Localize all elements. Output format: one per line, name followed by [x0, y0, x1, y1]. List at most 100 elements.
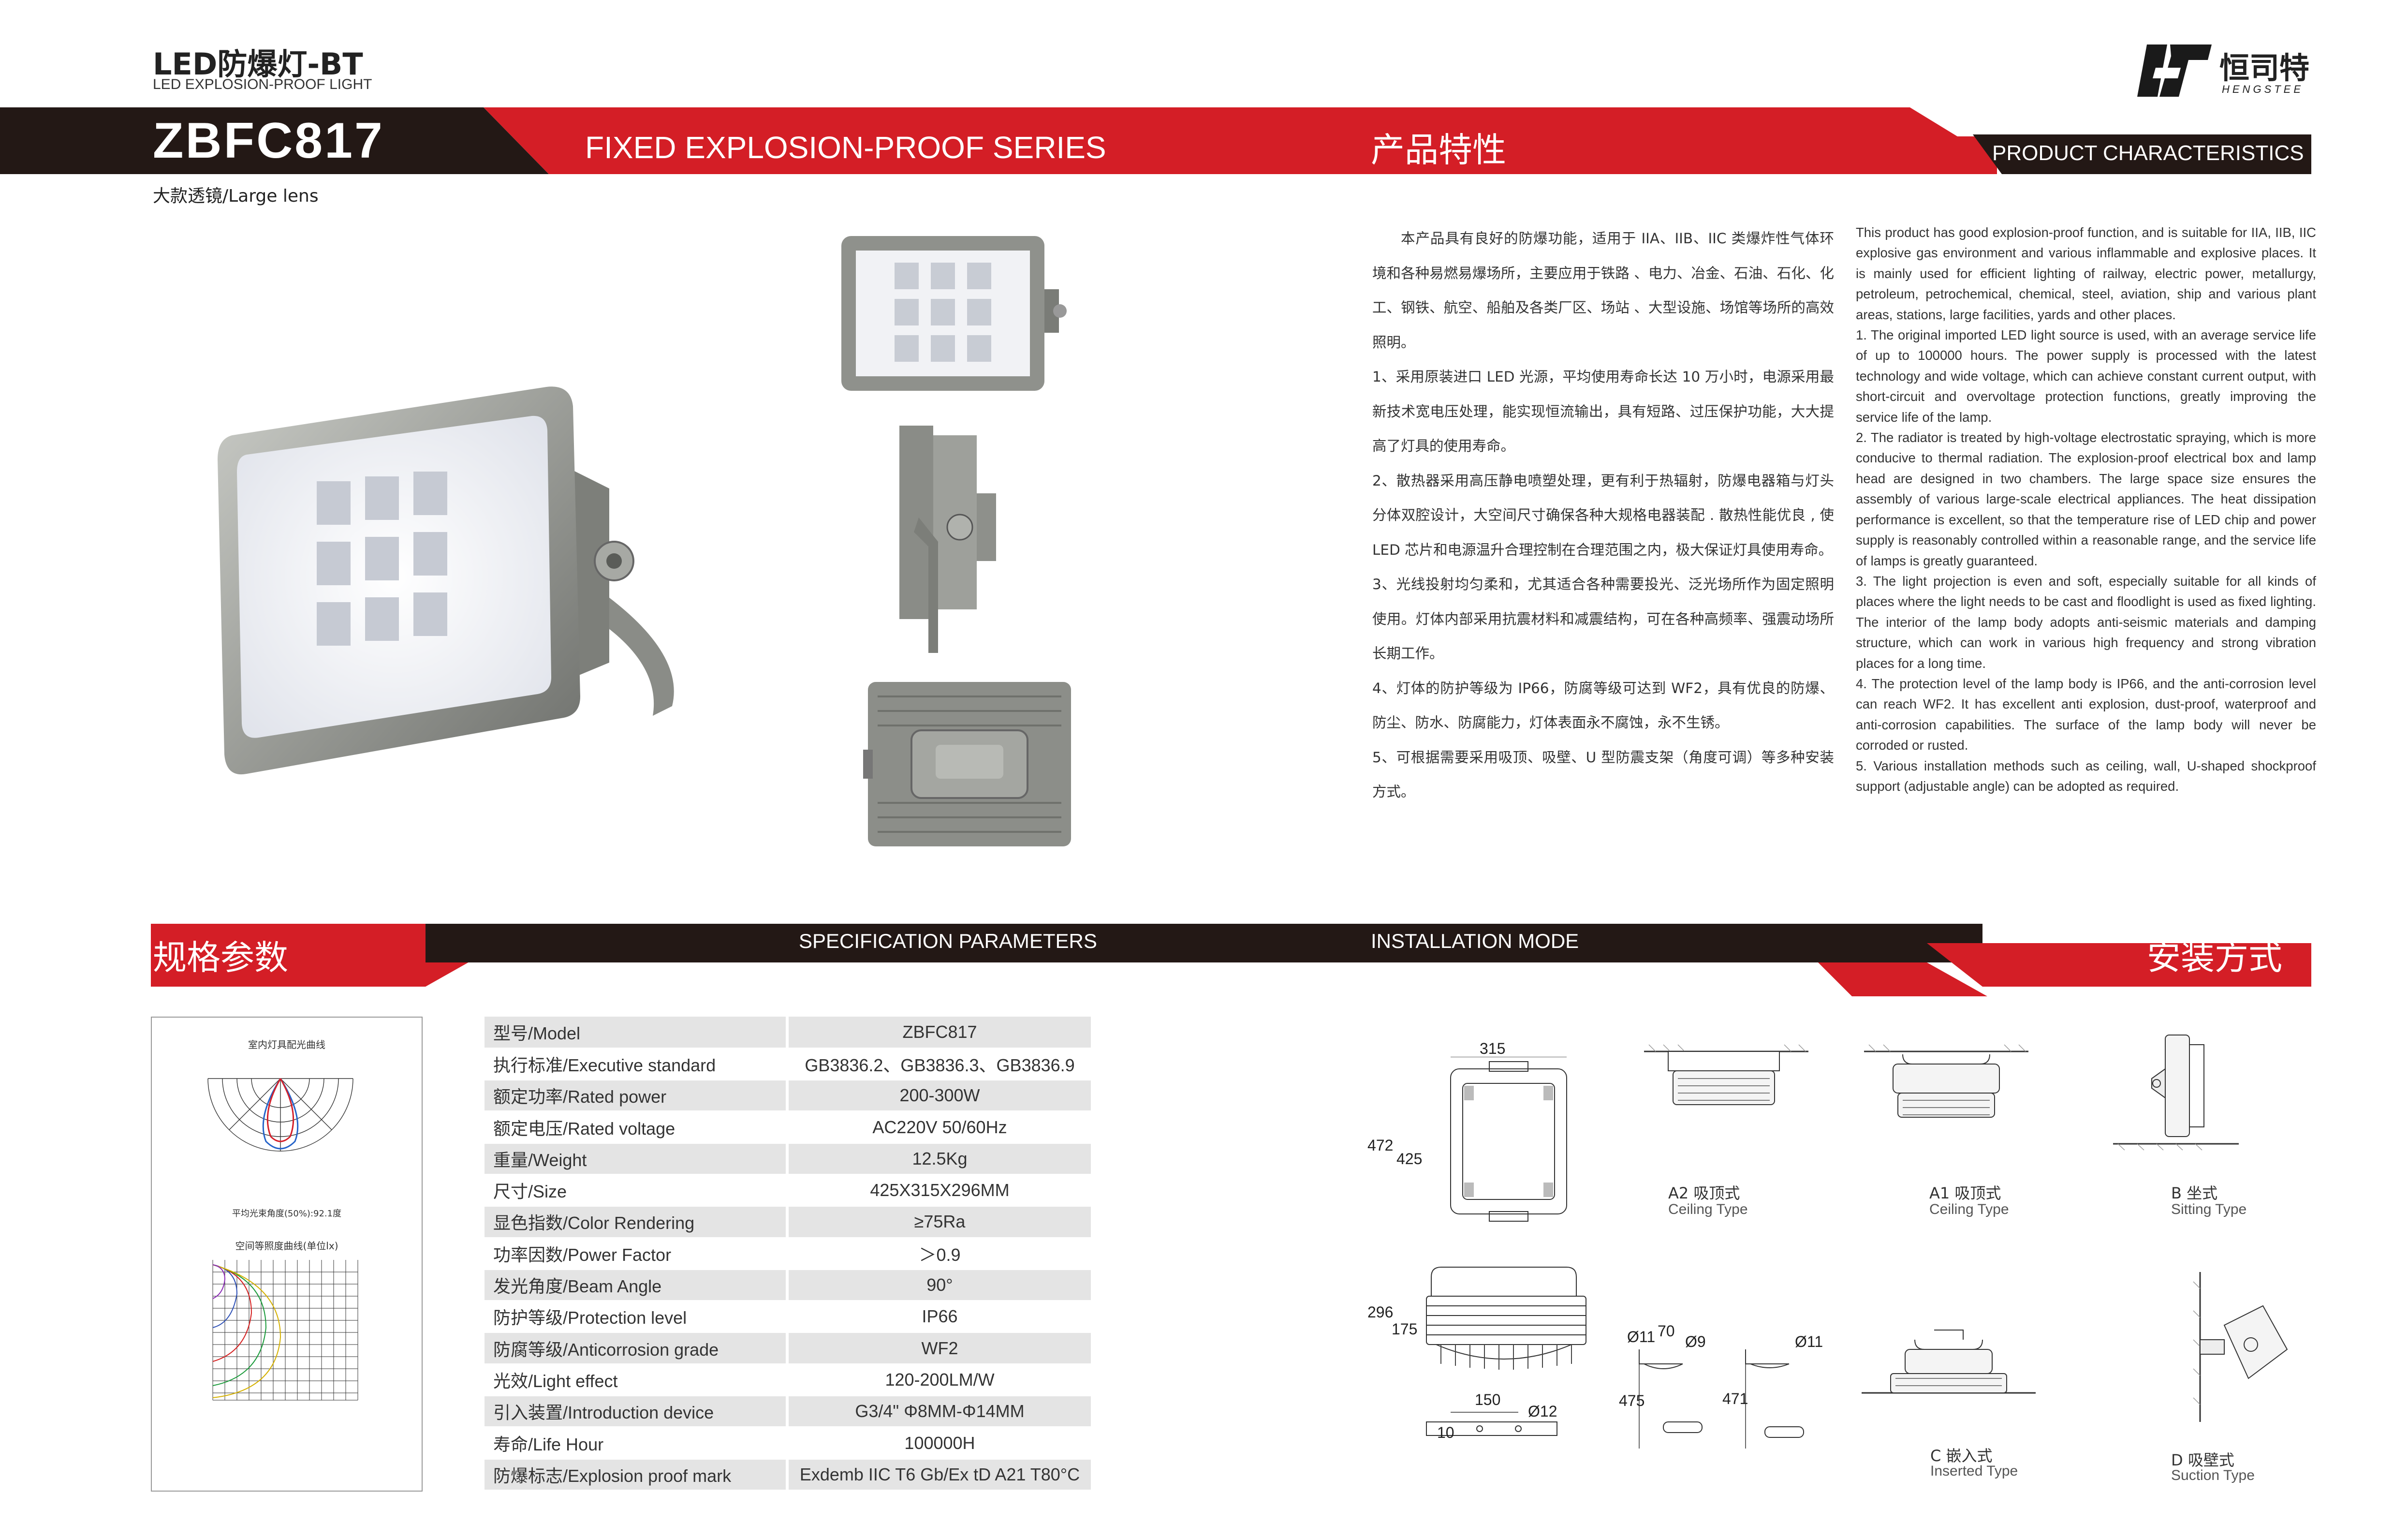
- spec-key: 引入装置/Introduction device: [485, 1395, 787, 1428]
- install-ceiling-a2-drawing: [1644, 1044, 1808, 1105]
- bracket-drawing: [1426, 1412, 1557, 1436]
- spec-key: 光效/Light effect: [485, 1364, 787, 1397]
- brand-name-en: HENGSTEE: [2222, 83, 2304, 95]
- install-label-en: Sitting Type: [2171, 1201, 2247, 1217]
- install-heading-cn: 安装方式: [2147, 938, 2282, 977]
- front-view-photo: [841, 236, 1067, 391]
- spec-key: 发光角度/Beam Angle: [485, 1269, 787, 1302]
- install-heading-en: INSTALLATION MODE: [1371, 930, 1579, 952]
- spec-heading-en: SPECIFICATION PARAMETERS: [799, 930, 1097, 952]
- dim-spacing-a: 70: [1658, 1322, 1675, 1340]
- install-label-en: Suction Type: [2171, 1467, 2255, 1483]
- features-text-en: This product has good explosion-proof fu…: [1856, 222, 2316, 797]
- feature-item-en: 5. Various installation methods such as …: [1856, 758, 2316, 794]
- dim-hole-a: Ø11: [1627, 1328, 1656, 1346]
- feature-item-cn: 5、可根据需要采用吸顶、吸壁、U 型防震支架（角度可调）等多种安装方式。: [1372, 749, 1834, 800]
- header-band: [0, 107, 2408, 174]
- install-ceiling-a1-drawing: [1864, 1044, 2028, 1118]
- dim-hole-b: Ø9: [1685, 1333, 1706, 1350]
- spec-key: 显色指数/Color Rendering: [485, 1206, 787, 1239]
- features-text-cn: 本产品具有良好的防爆功能，适用于 IIA、IIB、IIC 类爆炸性气体环境和各种…: [1372, 222, 1834, 810]
- product-title-cn: LED防爆灯-BT: [153, 46, 363, 82]
- polar-curve-chart: [207, 1078, 353, 1152]
- spec-key: 防护等级/Protection level: [485, 1301, 787, 1333]
- spec-value: ZBFC817: [786, 1017, 1091, 1049]
- spec-value: G3/4" Φ8MM-Φ14MM: [786, 1395, 1091, 1428]
- spec-heading-cn: 规格参数: [153, 938, 288, 977]
- spec-value: Exdemb IIC T6 Gb/Ex tD A21 T80°C: [786, 1459, 1091, 1491]
- spec-key: 尺寸/Size: [485, 1174, 787, 1207]
- dim-height-inner: 425: [1396, 1150, 1423, 1168]
- product-photo: [218, 386, 674, 775]
- isolux-curve-chart: [212, 1260, 358, 1401]
- install-label-en: Ceiling Type: [1668, 1201, 1748, 1217]
- spec-value: GB3836.2、GB3836.3、GB3836.9: [786, 1048, 1091, 1081]
- dim-length-a: 475: [1619, 1392, 1645, 1409]
- polar-curve-note: 平均光束角度(50%):92.1度: [232, 1209, 342, 1219]
- spec-key: 额定功率/Rated power: [485, 1080, 787, 1112]
- spec-key: 型号/Model: [485, 1017, 787, 1049]
- features-heading-cn: 产品特性: [1371, 130, 1506, 170]
- dim-length-b: 471: [1722, 1390, 1748, 1407]
- mounting-detail-drawing: [1639, 1349, 1804, 1449]
- dim-bracket-width: 150: [1475, 1391, 1501, 1408]
- install-label-en: Inserted Type: [1930, 1463, 2018, 1479]
- dim-depth-inner: 175: [1392, 1320, 1418, 1338]
- model-number: ZBFC817: [153, 113, 384, 169]
- front-dimension-drawing: [1450, 1057, 1567, 1222]
- install-label-cn: A2 吸顶式: [1668, 1184, 1740, 1202]
- spec-value: WF2: [786, 1332, 1091, 1365]
- spec-value: 90°: [786, 1269, 1091, 1302]
- install-wall-drawing: [2193, 1272, 2288, 1422]
- install-label-cn: A1 吸顶式: [1929, 1184, 2001, 1202]
- spec-value: 100000H: [786, 1427, 1091, 1460]
- lens-subtitle: 大款透镜/Large lens: [153, 186, 319, 206]
- spec-key: 防腐等级/Anticorrosion grade: [485, 1332, 787, 1365]
- dim-depth-outer: 296: [1367, 1303, 1394, 1321]
- install-label-cn: C 嵌入式: [1930, 1447, 1993, 1465]
- spec-value: 12.5Kg: [786, 1143, 1091, 1175]
- install-label-cn: B 坐式: [2171, 1184, 2218, 1202]
- spec-key: 寿命/Life Hour: [485, 1427, 787, 1460]
- product-title-en: LED EXPLOSION-PROOF LIGHT: [153, 76, 372, 92]
- side-view-photo: [899, 426, 996, 653]
- light-distribution-panel: [151, 1017, 423, 1492]
- dim-hole-c: Ø11: [1795, 1333, 1823, 1350]
- side-dimension-drawing: [1426, 1267, 1586, 1370]
- spec-key: 功率因数/Power Factor: [485, 1238, 787, 1270]
- spec-value: ＞0.9: [786, 1238, 1091, 1270]
- spec-key: 重量/Weight: [485, 1143, 787, 1175]
- feature-item-cn: 2、散热器采用高压静电喷塑处理，更有利于热辐射，防爆电器箱与灯头分体双腔设计，大…: [1372, 472, 1834, 558]
- feature-intro-cn: 本产品具有良好的防爆功能，适用于 IIA、IIB、IIC 类爆炸性气体环境和各种…: [1372, 230, 1834, 351]
- spec-value: ≥75Ra: [786, 1206, 1091, 1239]
- install-inserted-drawing: [1862, 1330, 2036, 1394]
- install-sitting-drawing: [2113, 1035, 2239, 1151]
- dim-bracket-hole: Ø12: [1528, 1403, 1557, 1420]
- feature-item-cn: 4、灯体的防护等级为 IP66，防腐等级可达到 WF2，具有优良的防爆、防尘、防…: [1372, 680, 1834, 731]
- table-row: 功率因数/Power Factor＞0.9: [485, 1238, 1091, 1270]
- spec-value: AC220V 50/60Hz: [786, 1111, 1091, 1144]
- spec-value: 120-200LM/W: [786, 1364, 1091, 1397]
- feature-item-en: 4. The protection level of the lamp body…: [1856, 676, 2316, 753]
- table-row: 显色指数/Color Rendering≥75Ra: [485, 1206, 1091, 1239]
- hengstee-logo-icon: [2137, 44, 2212, 97]
- dim-width: 315: [1480, 1040, 1506, 1057]
- feature-intro-en: This product has good explosion-proof fu…: [1856, 225, 2316, 322]
- iso-curve-title: 空间等照度曲线(单位lx): [235, 1240, 338, 1252]
- polar-curve-title: 室内灯具配光曲线: [248, 1039, 325, 1050]
- features-heading-en: PRODUCT CHARACTERISTICS: [1992, 141, 2304, 165]
- spec-key: 执行标准/Executive standard: [485, 1048, 787, 1081]
- feature-item-en: 3. The light projection is even and soft…: [1856, 573, 2316, 671]
